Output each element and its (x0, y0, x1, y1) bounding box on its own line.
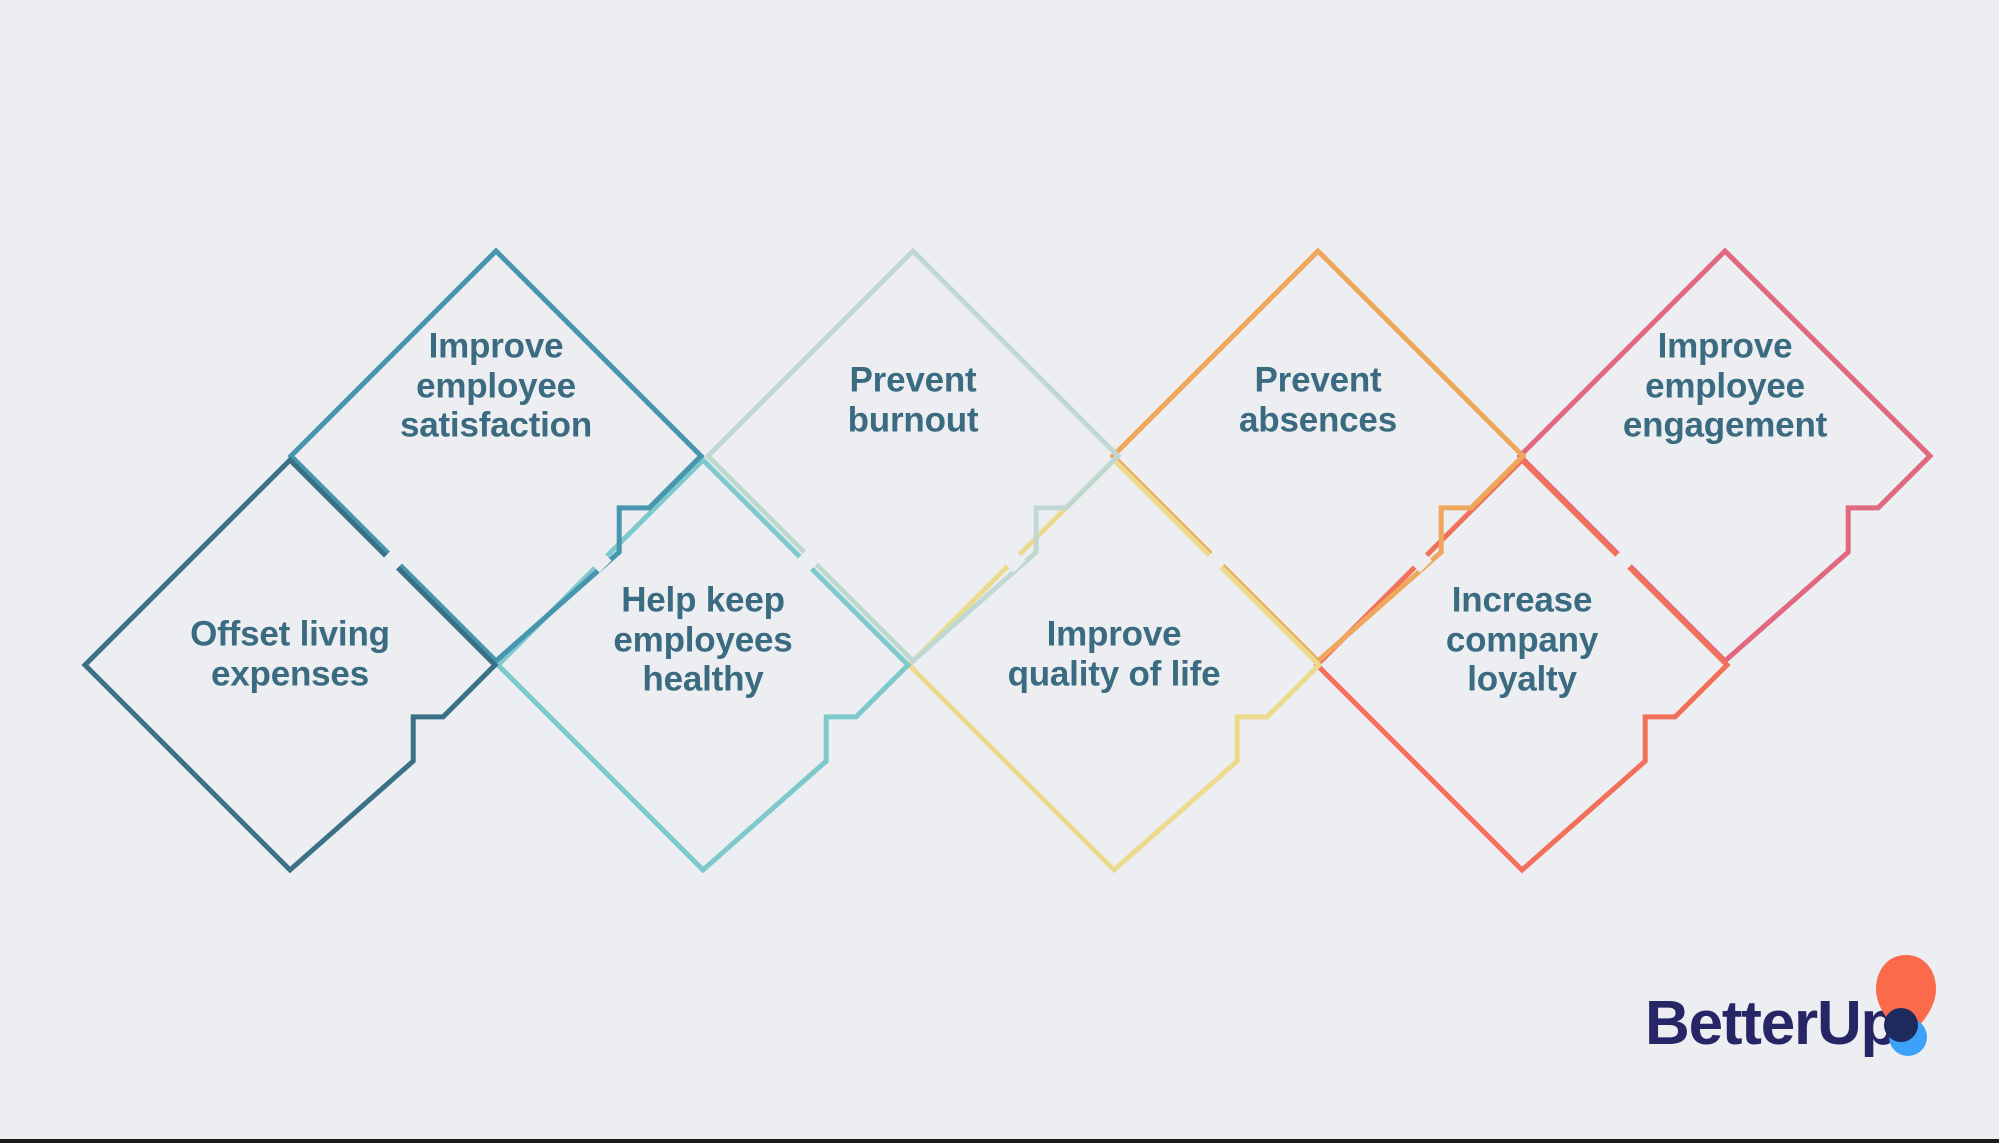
diamond-improve-employee-engagement[interactable] (1516, 247, 1934, 665)
diamond-increase-company-loyalty[interactable] (1313, 456, 1731, 874)
diamond-help-keep-employees-healthy[interactable] (494, 456, 912, 874)
crossing-gap (1611, 548, 1636, 573)
crossing-gap (1203, 548, 1229, 573)
diamond-offset-living-expenses[interactable] (81, 456, 499, 874)
crossing-gap (795, 548, 821, 573)
diamond-improve-quality-of-life[interactable] (905, 456, 1323, 874)
bottom-rule (0, 1139, 1999, 1143)
diamond-prevent-absences[interactable] (1109, 247, 1527, 665)
diamond-improve-employee-satisfaction[interactable] (287, 247, 705, 665)
betterup-wordmark: BetterUp (1645, 989, 1898, 1058)
betterup-balloon-icon (1876, 955, 1936, 1056)
balloon-dot-navy (1884, 1008, 1918, 1042)
crossing-gap (1407, 548, 1433, 573)
betterup-logo: BetterUp (1645, 955, 1945, 1075)
diamond-prevent-burnout[interactable] (704, 247, 1122, 665)
